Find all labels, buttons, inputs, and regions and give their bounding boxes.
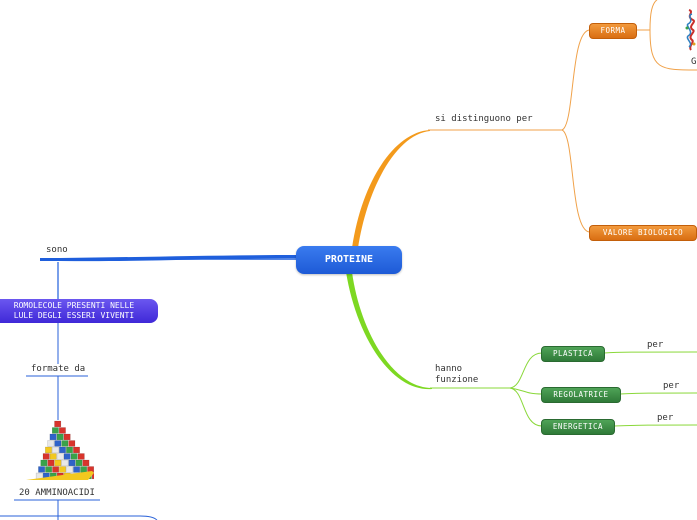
node-plastica[interactable]: PLASTICA (541, 346, 605, 362)
branch-green-main (346, 272, 432, 390)
node-regolatrice[interactable]: REGOLATRICE (541, 387, 621, 403)
label-per-plastica: per (647, 340, 664, 350)
branch-sono (40, 255, 300, 262)
lego-pyramid-image (26, 420, 94, 480)
central-topic-proteine[interactable]: PROTEINE (296, 246, 402, 274)
label-per-regolatrice: per (663, 381, 680, 391)
label-funzione: funzione (435, 375, 479, 385)
macro-line-1: ROMOLECOLE PRESENTI NELLE (13, 301, 135, 310)
node-macromolecole[interactable]: ROMOLECOLE PRESENTI NELLE LULE DEGLI ESS… (0, 299, 158, 323)
label-partial-g: G (691, 57, 697, 67)
macro-line-2: LULE DEGLI ESSERI VIVENTI (13, 311, 135, 320)
node-valore-biologico[interactable]: VALORE BIOLOGICO (589, 225, 697, 241)
label-hanno: hanno (435, 364, 463, 374)
label-si-distinguono-per: si distinguono per (435, 114, 533, 124)
label-sono: sono (46, 245, 68, 255)
label-hanno-funzione: hanno funzione (435, 364, 478, 386)
node-forma[interactable]: FORMA (589, 23, 637, 39)
node-energetica[interactable]: ENERGETICA (541, 419, 615, 435)
label-20-amminoacidi: 20 AMMINOACIDI (19, 488, 95, 498)
branch-orange-main (352, 130, 430, 248)
label-per-energetica: per (657, 413, 674, 423)
label-formate-da: formate da (31, 364, 86, 374)
protein-structure-image (685, 9, 696, 51)
